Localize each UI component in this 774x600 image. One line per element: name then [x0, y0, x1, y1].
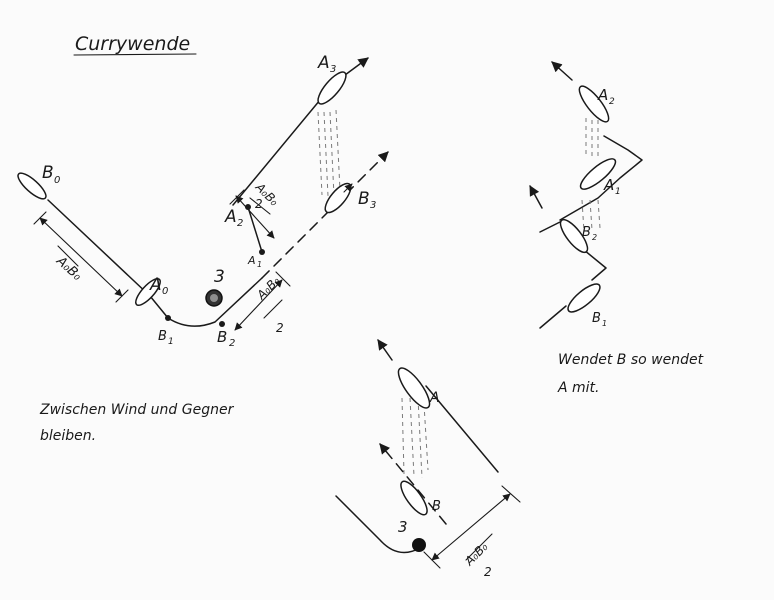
distance-half-tick-upper	[229, 189, 245, 205]
right-label-a2: A	[597, 86, 608, 104]
right-label-a1: A	[603, 176, 614, 194]
label-a0: A	[149, 275, 162, 295]
note-line-2: bleiben.	[40, 428, 96, 444]
a-course-line-upper	[232, 99, 321, 206]
right-b-lower-turn	[583, 249, 607, 281]
label-a3-sub: 3	[330, 64, 336, 75]
point-a1	[259, 249, 265, 255]
distance-half-lower-bar	[263, 299, 283, 319]
label-b1: B	[158, 329, 167, 344]
label-b3: B	[358, 189, 370, 209]
distance-full-label: A₀B₀	[53, 253, 85, 284]
right-label-b1: B	[592, 311, 601, 326]
right-wind-shadow	[581, 118, 601, 233]
bottom-distance-arrow	[431, 493, 511, 561]
racing-mark-3	[205, 289, 223, 307]
right-boat-b2	[559, 218, 589, 254]
distance-half-lower-den: 2	[276, 321, 284, 335]
label-mark-3: 3	[214, 267, 225, 287]
label-b3-sub: 3	[370, 200, 376, 211]
bottom-a-heading	[377, 339, 393, 361]
distance-half-arrow-upper	[235, 195, 275, 239]
point-a2	[245, 204, 251, 210]
label-a2: A	[224, 207, 237, 227]
label-b0: B	[42, 163, 54, 183]
bottom-label-a: A	[429, 390, 440, 406]
boat-a0	[135, 277, 161, 307]
right-a-heading-mid	[529, 185, 543, 209]
b-course-dashed-extension	[261, 151, 389, 279]
label-a2-sub: 2	[237, 218, 243, 229]
point-b2	[219, 321, 225, 327]
label-b1-sub: 1	[168, 337, 174, 347]
label-a3: A	[317, 53, 330, 73]
distance-full-tick-a	[33, 211, 47, 225]
a-course-line	[247, 206, 263, 253]
right-boat-b1	[567, 283, 601, 313]
distance-half-upper-den: 2	[255, 197, 263, 211]
right-a-heading-top	[551, 61, 573, 81]
bottom-distance-tick-a	[501, 485, 521, 503]
distance-half-upper-bar	[249, 197, 271, 215]
right-label-b2-sub: 2	[592, 233, 597, 242]
right-label-a1-sub: 1	[615, 187, 621, 197]
distance-half-tick-lower	[275, 271, 291, 287]
page-title: Currywende	[75, 33, 190, 55]
bottom-distance-den: 2	[484, 565, 492, 579]
label-b2-sub: 2	[229, 338, 235, 349]
boat-a3	[317, 71, 347, 105]
right-boat-a1	[579, 158, 617, 190]
bottom-boat-b	[400, 480, 428, 516]
wind-shadow-a3	[317, 109, 341, 197]
title-underline	[73, 53, 197, 56]
right-b-course	[539, 221, 561, 233]
label-a1: A	[247, 254, 256, 267]
right-label-a2-sub: 2	[609, 97, 615, 107]
label-a0-sub: 0	[162, 286, 168, 297]
note-line-1: Zwischen Wind und Gegner	[39, 402, 235, 418]
distance-half-arrow-lower	[234, 279, 283, 331]
bottom-distance-tick-b	[423, 551, 441, 569]
label-b0-sub: 0	[54, 175, 60, 186]
main-diagram: A₀B₀ A₀B₀ 2 A₀B₀ 2	[17, 53, 389, 349]
distance-full-tick-b	[115, 289, 129, 303]
a3-heading-arrow	[344, 57, 369, 76]
bottom-label-mark-3: 3	[398, 518, 408, 536]
right-boat-a2	[578, 85, 610, 123]
right-caption-line-2: A mit.	[557, 380, 600, 396]
distance-half-lower-num: A₀B₀	[254, 274, 283, 303]
right-b-lower	[539, 305, 567, 329]
bottom-distance-bar	[465, 533, 493, 561]
distance-full-arrow	[39, 217, 123, 297]
right-label-b2: B	[582, 225, 591, 240]
boat-b3	[324, 182, 352, 214]
bottom-wind-shadow	[401, 397, 429, 479]
distance-full-label-bar	[57, 245, 79, 267]
racing-mark-3-inner	[210, 294, 218, 302]
bottom-boat-a	[397, 367, 431, 409]
right-a-course	[559, 135, 643, 221]
right-diagram: A 2 A 1 B 2 B 1	[529, 61, 643, 329]
label-a1-sub: 1	[257, 260, 262, 269]
bottom-diagram: A₀B₀ 2 A B 3	[335, 339, 521, 579]
bottom-a-course	[425, 385, 499, 473]
bottom-racing-mark-3	[412, 538, 426, 552]
bottom-label-b: B	[432, 499, 441, 514]
right-caption-line-1: Wendet B so wendet	[558, 352, 704, 368]
b3-heading-arrow	[343, 183, 353, 193]
point-b1	[165, 315, 171, 321]
label-b2: B	[217, 328, 227, 346]
right-label-b1-sub: 1	[602, 319, 607, 328]
boat-b0	[17, 172, 47, 200]
